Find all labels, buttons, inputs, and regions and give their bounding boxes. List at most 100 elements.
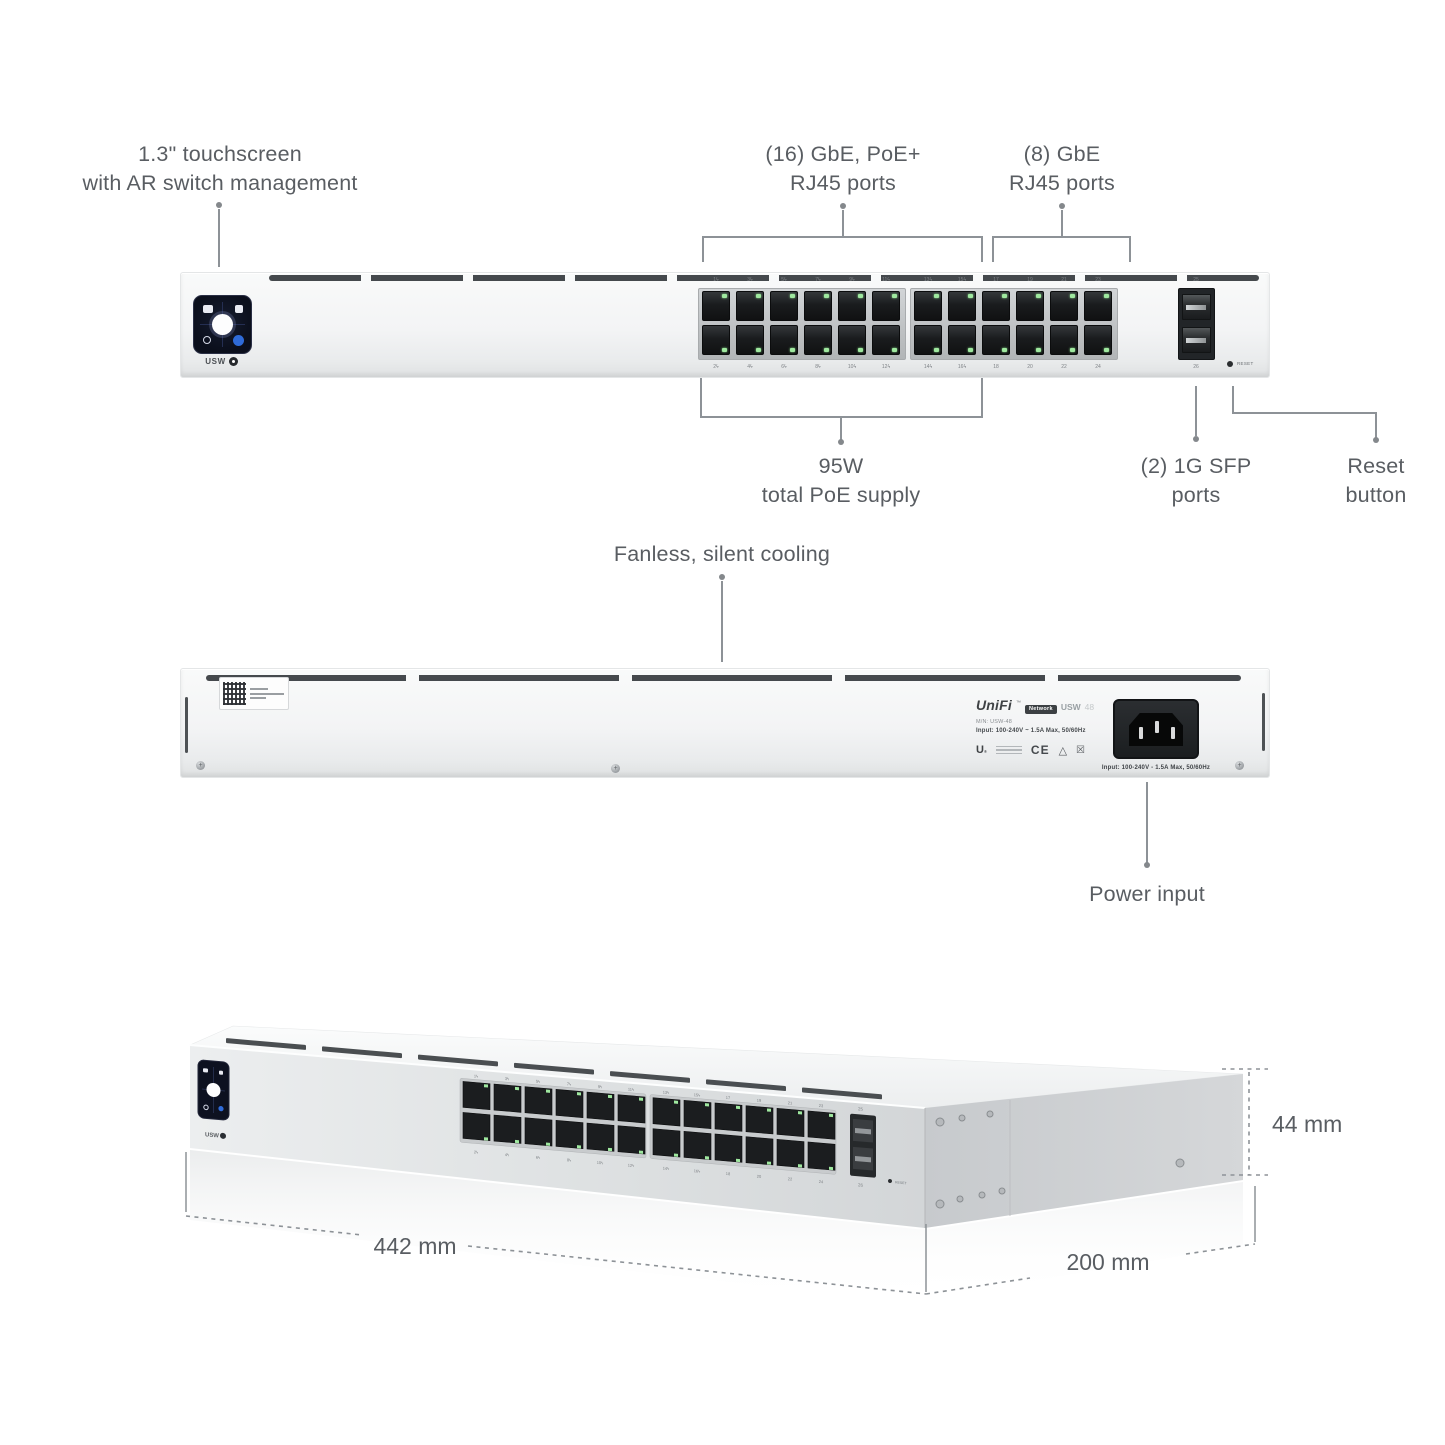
- socket-caption: Input: 100-240V - 1.5A Max, 50/60Hz: [1101, 765, 1211, 771]
- port-label: 8ϟ: [567, 1157, 572, 1162]
- leader-line-power: [1146, 782, 1148, 864]
- rj45-port: [1050, 325, 1078, 355]
- port-label: 4ϟ: [505, 1152, 510, 1157]
- rj45-port: [586, 1122, 615, 1152]
- ubiquiti-orb-icon: [220, 1132, 226, 1139]
- sfp-label-26: 26: [858, 1182, 863, 1187]
- annotation-poe-line2: RJ45 ports: [790, 171, 896, 195]
- leader-line-poe-supply: [840, 418, 842, 440]
- port-label: 15ϟ: [957, 277, 967, 283]
- sfp-port-25: [1182, 294, 1211, 320]
- leader-line-cooling: [721, 581, 723, 662]
- rj45-port: [948, 291, 976, 321]
- leader-dot: [1144, 862, 1150, 868]
- port-led: [767, 1161, 771, 1165]
- port-label: 16ϟ: [694, 1168, 701, 1174]
- rj45-port: [745, 1136, 774, 1166]
- sfp-label-26: 26: [1193, 364, 1199, 370]
- reflection: [925, 1182, 1243, 1300]
- dimension-lines: [185, 1068, 1268, 1295]
- qr-code: [223, 682, 246, 705]
- rj45-port: [555, 1120, 584, 1150]
- annotation-sfp: (2) 1G SFP ports: [1046, 452, 1346, 510]
- port-label: 24: [1095, 364, 1101, 370]
- port-led: [767, 1108, 771, 1112]
- port-label: 5ϟ: [536, 1079, 541, 1084]
- port-label: 13ϟ: [923, 277, 933, 283]
- rj45-port: [745, 1105, 774, 1135]
- port-label: 14ϟ: [923, 364, 933, 370]
- port-label: 3ϟ: [747, 277, 753, 283]
- rj45-port: [1016, 325, 1044, 355]
- port-label: 1ϟ: [474, 1073, 479, 1078]
- annotation-gbe-ports: (8) GbE RJ45 ports: [907, 140, 1217, 198]
- annotation-reset: Reset button: [1296, 452, 1445, 510]
- annotation-sfp-line2: ports: [1171, 483, 1221, 507]
- vent-slit: [610, 1071, 690, 1083]
- port-label: 10ϟ: [847, 364, 857, 370]
- port-label: 15ϟ: [694, 1092, 701, 1098]
- port-label: 23: [819, 1103, 824, 1108]
- rj45-port: [652, 1097, 681, 1127]
- rj45-port: [776, 1107, 805, 1137]
- port-led: [484, 1137, 488, 1141]
- rj45-port: [702, 325, 730, 355]
- unifi-logo: UniFi: [976, 697, 1012, 713]
- rj45-port: [914, 291, 942, 321]
- port-label: 21: [788, 1100, 793, 1105]
- edge-highlight: [189, 1044, 926, 1109]
- port-led: [577, 1145, 581, 1149]
- side-screws: [935, 1110, 1185, 1209]
- screw: +: [611, 764, 620, 773]
- screen-clock-icon: [203, 336, 211, 344]
- rj45-port: [1084, 291, 1112, 321]
- port-label: 12ϟ: [881, 364, 891, 370]
- rj45-port: [714, 1102, 743, 1132]
- port-led: [515, 1139, 519, 1144]
- rj45-port: [683, 1100, 712, 1129]
- network-badge: Network: [1025, 704, 1057, 714]
- port-label: 2ϟ: [474, 1149, 479, 1154]
- sfp-latch: [855, 1128, 871, 1135]
- port-label: 18: [993, 364, 999, 370]
- serial-text-lines: [250, 688, 284, 699]
- rj45-port-block: 1ϟ2ϟ3ϟ4ϟ5ϟ6ϟ7ϟ8ϟ9ϟ10ϟ11ϟ12ϟ13ϟ14ϟ15ϟ16ϟ1…: [459, 1073, 837, 1184]
- leader-line-poe: [842, 210, 844, 236]
- vent-slit: [802, 1087, 882, 1100]
- screen-lock-icon: [219, 1070, 223, 1075]
- rj45-port: [683, 1131, 712, 1160]
- unifi-branding: UniFi ™ Network USW 48: [976, 697, 1094, 714]
- rj45-port: [948, 325, 976, 355]
- sfp-cage: [1178, 288, 1215, 360]
- leader-line-reset: [1232, 412, 1377, 414]
- rj45-port: [1050, 291, 1078, 321]
- annotation-poe-ports: (16) GbE, PoE+ RJ45 ports: [688, 140, 998, 198]
- leader-dot: [719, 574, 725, 580]
- screw: +: [196, 761, 205, 770]
- input-rating-line: Input: 100-240V ~ 1.5A Max, 50/60Hz: [976, 728, 1086, 734]
- rj45-port: [872, 291, 900, 321]
- sfp-label-25: 25: [1193, 277, 1199, 283]
- reset-button-dot: [888, 1179, 892, 1184]
- touchscreen-display: [193, 295, 252, 354]
- sfp-port-26: [1182, 327, 1211, 353]
- annotation-touchscreen-line2: with AR switch management: [82, 171, 358, 195]
- vent-slit: [322, 1046, 402, 1059]
- port-label: 21: [1061, 277, 1067, 283]
- annotation-cooling: Fanless, silent cooling: [613, 542, 831, 566]
- port-label: 6ϟ: [781, 364, 787, 370]
- port-label: 20: [1027, 364, 1033, 370]
- screen-blue-icon: [233, 335, 244, 346]
- screen-photo-icon: [203, 305, 213, 313]
- rj45-port: [1084, 325, 1112, 355]
- screen-lock-icon: [235, 305, 243, 313]
- port-led: [608, 1094, 612, 1099]
- port-label: 2ϟ: [713, 364, 719, 370]
- rj45-port: [804, 291, 832, 321]
- rj45-port: [776, 1138, 805, 1168]
- ubiquiti-u-logo: U®: [976, 744, 987, 756]
- ce-mark: CE: [1030, 743, 1050, 757]
